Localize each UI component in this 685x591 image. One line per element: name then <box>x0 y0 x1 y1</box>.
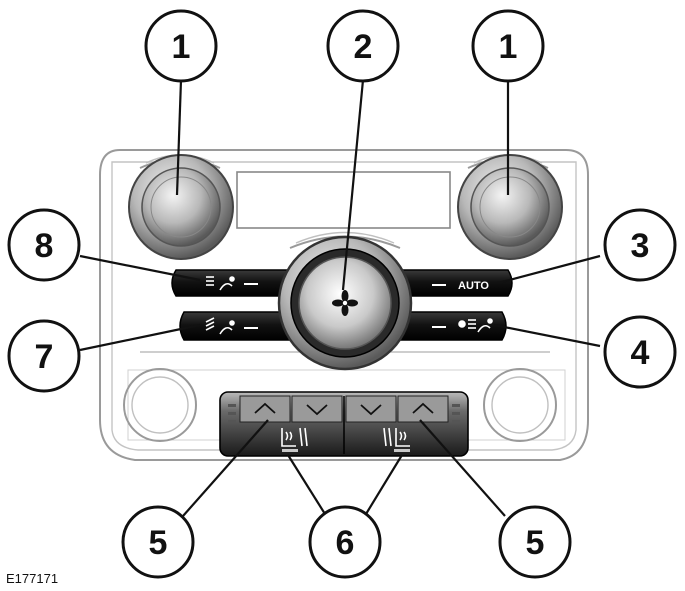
control-panel <box>99 149 589 461</box>
seat-temp-up-right[interactable] <box>397 395 449 423</box>
air-vent-left <box>123 368 197 442</box>
callout-number: 6 <box>336 524 355 562</box>
panel-lower-contour <box>127 369 566 441</box>
seat-temp-down-left[interactable] <box>291 395 343 423</box>
callout-4: 4 <box>603 315 677 389</box>
heated-seat-icon <box>281 427 308 447</box>
callout-number: 1 <box>172 28 191 66</box>
callout-number: 5 <box>526 524 545 562</box>
callout-6: 6 <box>308 505 382 579</box>
auto-label: AUTO <box>458 280 489 292</box>
fan-airflow-icon <box>458 318 493 333</box>
callout-5-right: 5 <box>498 505 572 579</box>
callout-number: 4 <box>631 334 650 372</box>
callout-number: 2 <box>354 28 373 66</box>
seat-heater-led-left <box>282 449 298 452</box>
airflow-button-upper-left[interactable] <box>171 269 293 297</box>
airflow-face-icon <box>205 317 235 335</box>
temperature-knob-left[interactable] <box>128 154 234 260</box>
callout-2: 2 <box>326 9 400 83</box>
callout-8: 8 <box>7 208 81 282</box>
seat-temp-up-left[interactable] <box>239 395 291 423</box>
indicator-lights-left <box>228 404 236 423</box>
panel-bezel <box>99 149 589 461</box>
fan-airflow-button[interactable] <box>399 311 507 341</box>
callout-7: 7 <box>7 319 81 393</box>
indicator-lights-right <box>452 404 460 423</box>
figure-reference-code: E177171 <box>6 571 59 586</box>
callout-5-left: 5 <box>121 505 195 579</box>
callout-number: 3 <box>631 227 650 265</box>
callout-3: 3 <box>603 208 677 282</box>
chevron-down-icon <box>306 404 328 416</box>
seat-heater-controls <box>219 391 469 457</box>
air-vent-right <box>483 368 557 442</box>
airflow-button-lower-left[interactable] <box>179 311 293 341</box>
callout-1-right: 1 <box>471 9 545 83</box>
seat-temp-down-right[interactable] <box>345 395 397 423</box>
seat-heater-led-right <box>394 449 410 452</box>
display-screen <box>236 171 451 229</box>
callout-number: 8 <box>35 227 54 265</box>
auto-button[interactable]: AUTO <box>399 269 513 297</box>
callout-1-left: 1 <box>144 9 218 83</box>
leader-lines <box>79 79 601 517</box>
callout-number: 7 <box>35 338 54 376</box>
fan-icon <box>332 290 358 316</box>
temperature-knob-right[interactable] <box>457 154 563 260</box>
callout-number: 1 <box>499 28 518 66</box>
panel-inner-line <box>111 161 577 451</box>
chevron-up-icon <box>254 402 276 414</box>
chevron-up-icon <box>412 402 434 414</box>
chevron-down-icon <box>360 404 382 416</box>
callout-number: 5 <box>149 524 168 562</box>
airflow-windscreen-icon <box>206 276 235 291</box>
fan-speed-knob[interactable] <box>277 231 413 371</box>
heated-seat-icon <box>383 427 410 447</box>
